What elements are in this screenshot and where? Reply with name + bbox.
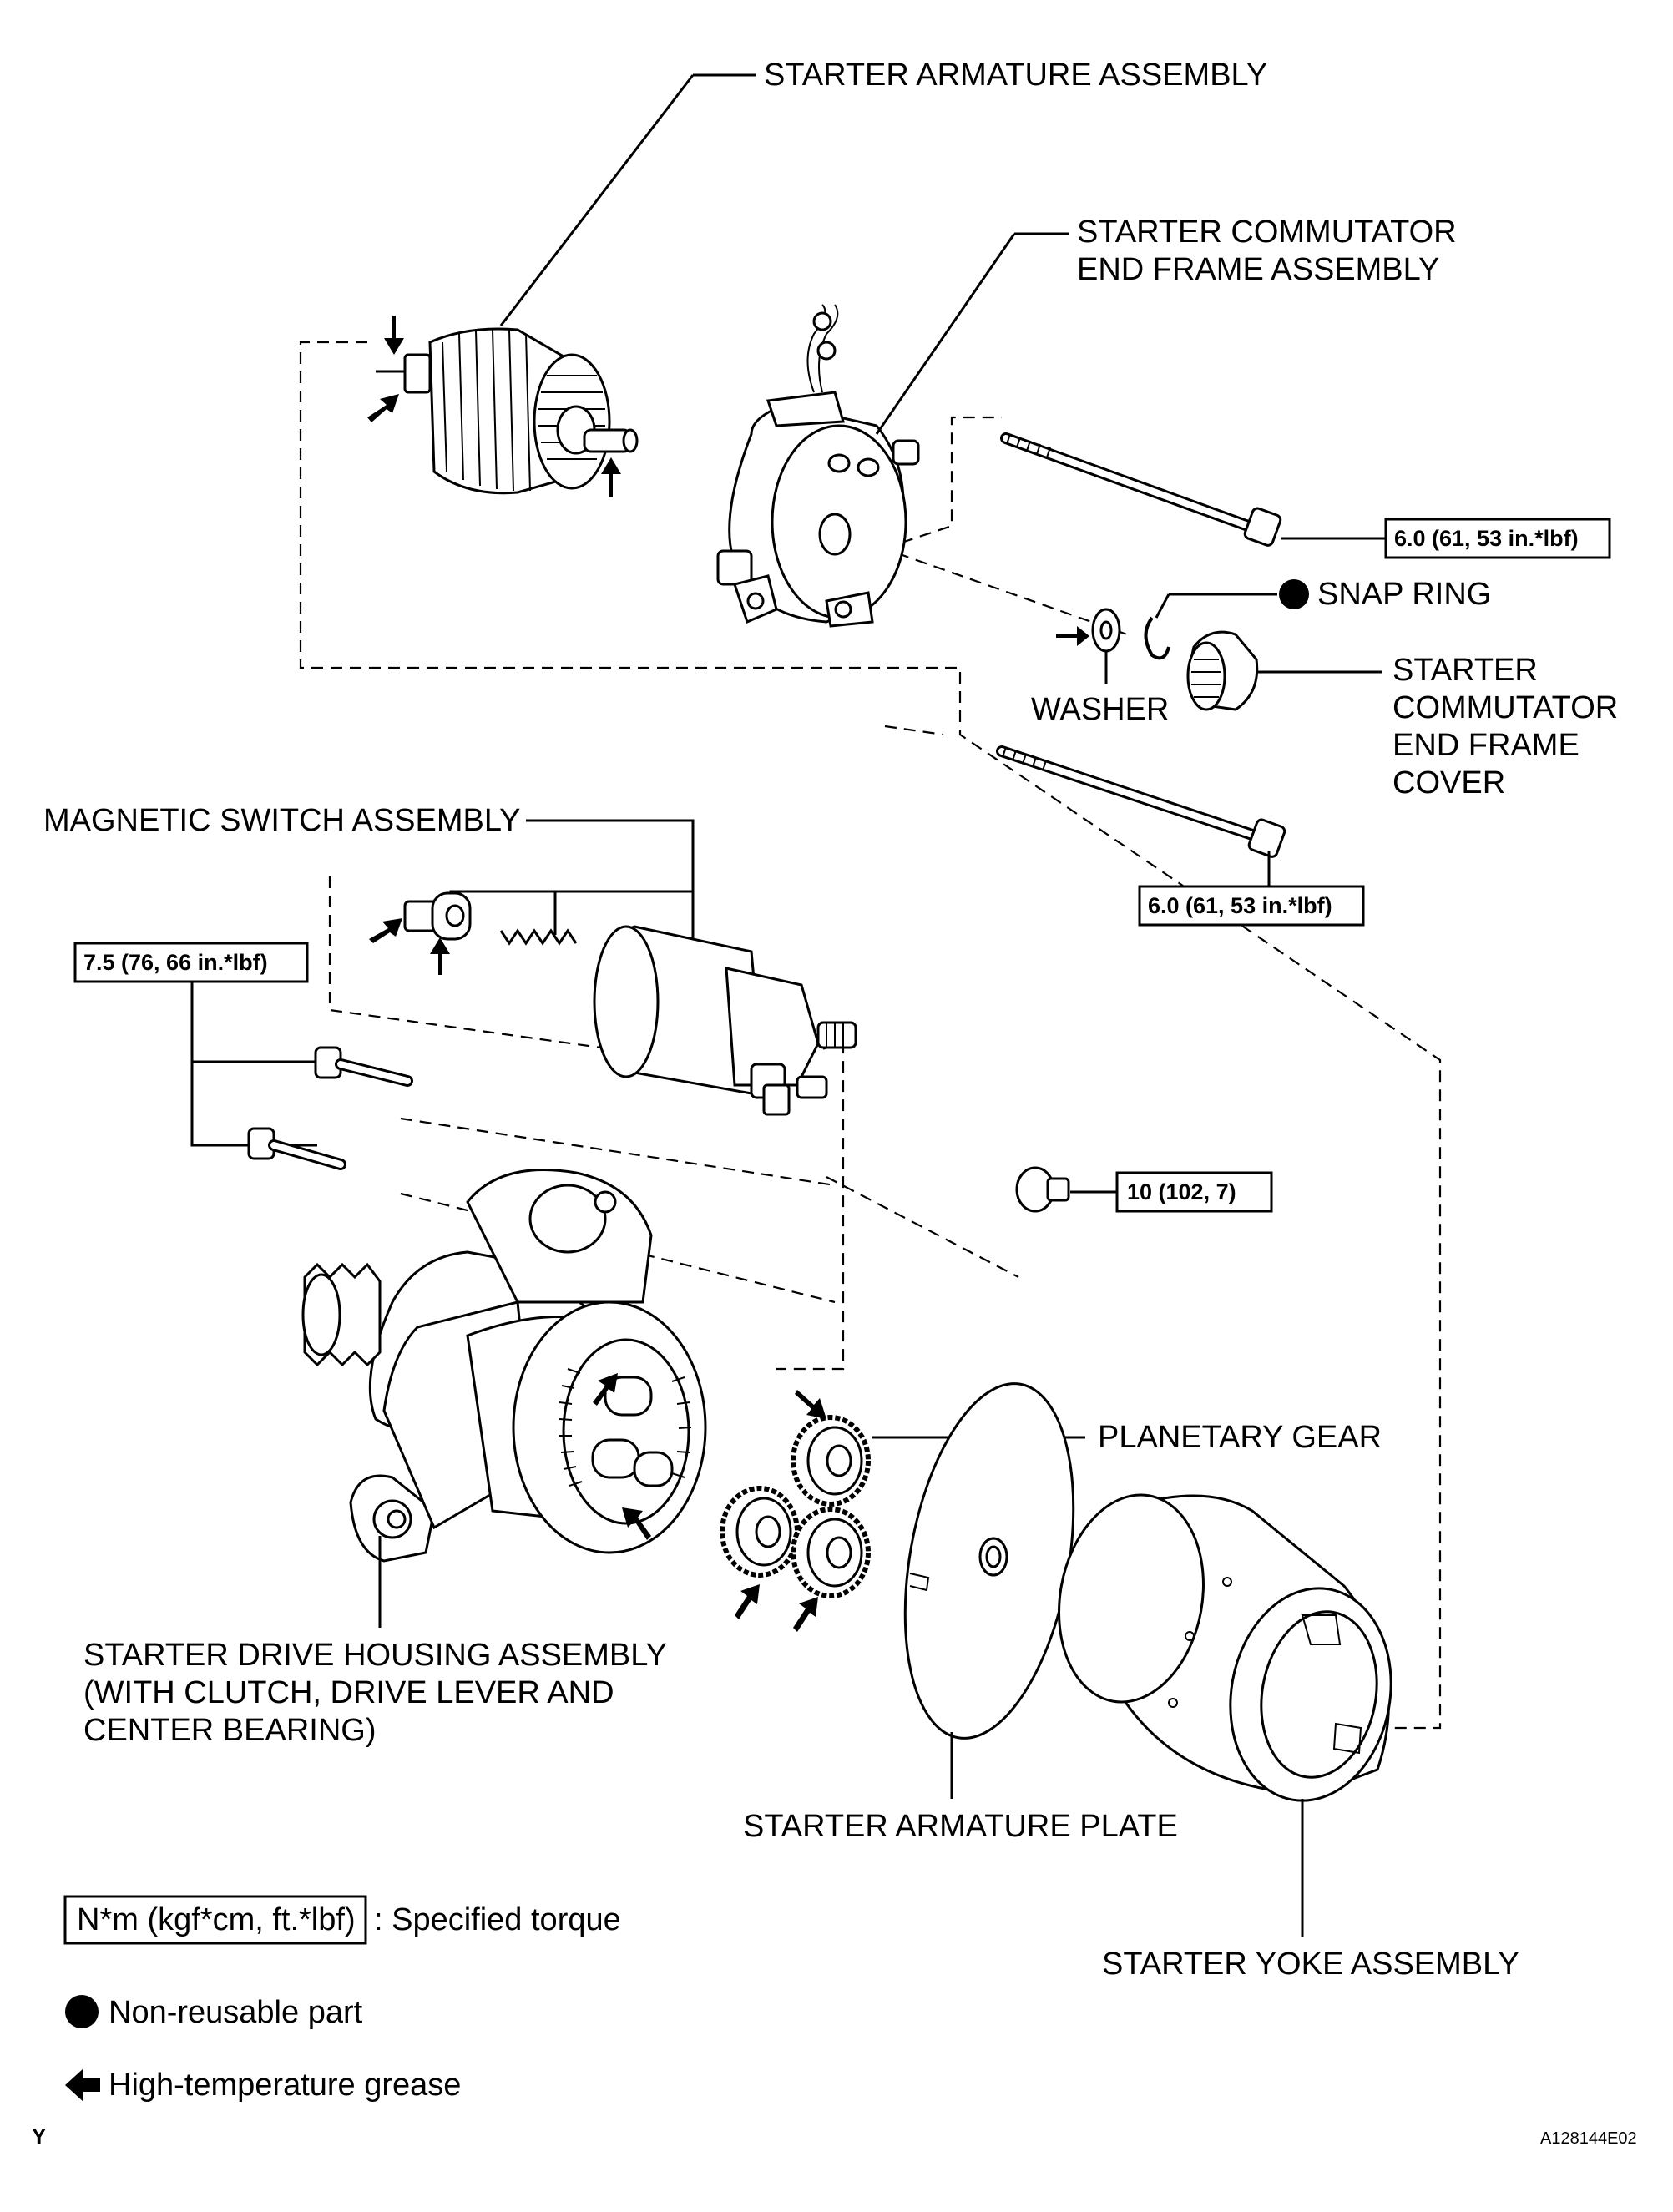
starter-drive-housing-assembly [301, 1169, 707, 1563]
torque-box-switch-bolts [73, 942, 309, 983]
label-end-frame-cover-1: STARTER [1392, 653, 1538, 688]
label-snap-ring: SNAP RING [1317, 577, 1491, 612]
commutator-end-frame-assembly [716, 304, 920, 628]
torque-through-bolt-upper: 6.0 (61, 53 in.*lbf) [1394, 526, 1579, 551]
label-end-frame-cover-2: COMMUTATOR [1392, 690, 1618, 725]
legend-torque-units: N*m (kgf*cm, ft.*lbf) [77, 1902, 356, 1937]
leader-armature [499, 74, 695, 326]
legend-grease-arrow [65, 2068, 100, 2102]
label-magnetic-switch-assembly: MAGNETIC SWITCH ASSEMBLY [43, 803, 520, 838]
commutator-end-frame-cover [1186, 630, 1259, 711]
label-drive-housing-2: (WITH CLUTCH, DRIVE LEVER AND [83, 1675, 614, 1710]
label-drive-housing-1: STARTER DRIVE HOUSING ASSEMBLY [83, 1638, 667, 1673]
label-starter-armature-assembly: STARTER ARMATURE ASSEMBLY [764, 58, 1267, 93]
through-bolt-upper [1000, 432, 1282, 547]
figure-id: A128144E02 [1540, 2129, 1637, 2148]
legend-torque-text: : Specified torque [374, 1902, 621, 1937]
legend: N*m (kgf*cm, ft.*lbf) : Specified torque… [63, 1895, 621, 2103]
corner-left-mark: Y [32, 2124, 46, 2149]
torque-through-bolt-lower: 6.0 (61, 53 in.*lbf) [1148, 893, 1332, 918]
through-bolt-lower [996, 745, 1286, 858]
switch-bolt-lower [247, 1127, 346, 1170]
legend-non-reusable-text: Non-reusable part [109, 1995, 363, 2030]
torque-switch-bolts: 7.5 (76, 66 in.*lbf) [83, 950, 268, 975]
washer [1056, 608, 1121, 653]
label-washer: WASHER [1031, 692, 1169, 727]
label-planetary-gear: PLANETARY GEAR [1098, 1420, 1382, 1455]
legend-non-reusable-dot [65, 1995, 99, 2028]
label-yoke-assembly: STARTER YOKE ASSEMBLY [1102, 1947, 1519, 1982]
label-commutator-end-frame-2: END FRAME ASSEMBLY [1077, 252, 1439, 287]
starter-armature-plate [903, 1382, 1075, 1740]
torque-box-terminal-nut [1115, 1171, 1273, 1213]
label-drive-housing-3: CENTER BEARING) [83, 1713, 376, 1748]
terminal-nut [1015, 1166, 1070, 1213]
magnetic-switch-body [593, 925, 857, 1116]
label-end-frame-cover-3: END FRAME [1392, 728, 1579, 763]
non-reusable-marker-snap-ring [1279, 579, 1309, 609]
snap-ring [1144, 616, 1170, 660]
magnetic-switch-spring [499, 928, 578, 946]
legend-grease-text: High-temperature grease [109, 2068, 461, 2103]
planetary-gears [720, 1390, 871, 1632]
starter-armature-assembly [367, 316, 639, 497]
starter-yoke-assembly [1058, 1493, 1392, 1802]
torque-box-through-bolt-upper [1384, 518, 1611, 559]
torque-terminal-nut: 10 (102, 7) [1127, 1179, 1236, 1204]
label-commutator-end-frame-1: STARTER COMMUTATOR [1077, 215, 1457, 250]
magnetic-switch-plunger [369, 891, 472, 975]
label-end-frame-cover-4: COVER [1392, 765, 1505, 800]
torque-box-through-bolt-lower [1138, 885, 1365, 927]
legend-torque-box [63, 1895, 367, 1945]
label-armature-plate: STARTER ARMATURE PLATE [743, 1809, 1178, 1844]
switch-bolt-upper [314, 1046, 413, 1087]
